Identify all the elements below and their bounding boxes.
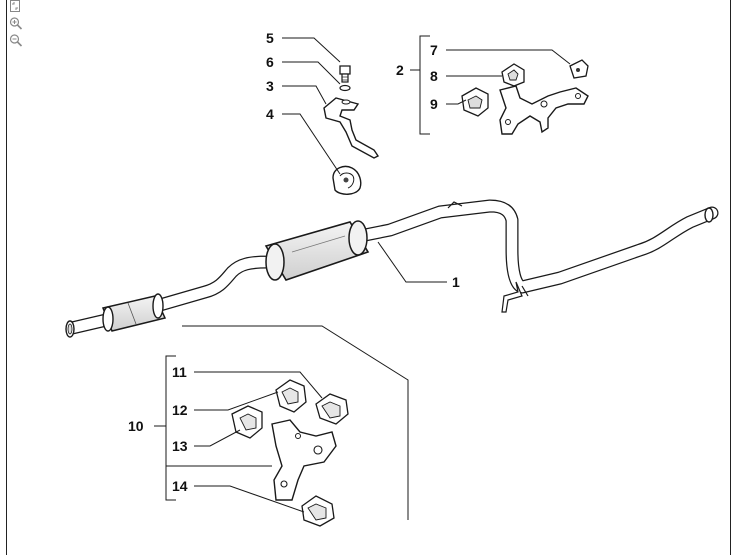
callout-1: 1 <box>452 274 460 290</box>
viewer-left-border <box>6 0 7 555</box>
zoom-out-icon[interactable] <box>9 34 23 47</box>
leader-lines <box>154 35 571 520</box>
callout-13: 13 <box>172 438 188 454</box>
callout-2: 2 <box>396 62 404 78</box>
viewer-toolbar <box>9 0 27 47</box>
callout-10: 10 <box>128 418 144 434</box>
callout-3: 3 <box>266 78 274 94</box>
exhaust-pipe-assembly <box>65 199 719 338</box>
clamp-kit-assembly <box>231 379 349 527</box>
zoom-in-icon[interactable] <box>9 17 23 30</box>
viewer-right-border <box>730 0 731 555</box>
hanger-bracket-assembly <box>461 59 589 135</box>
callout-11: 11 <box>172 364 187 380</box>
rear-mounting-bracket <box>323 65 380 195</box>
callout-8: 8 <box>430 68 438 84</box>
callout-6: 6 <box>266 54 274 70</box>
callout-12: 12 <box>172 402 188 418</box>
callout-9: 9 <box>430 96 438 112</box>
callout-labels: 1 2 3 4 5 6 7 8 9 10 11 12 13 14 <box>128 30 460 494</box>
fit-page-icon[interactable] <box>9 0 23 13</box>
callout-5: 5 <box>266 30 274 46</box>
callout-7: 7 <box>430 42 438 58</box>
callout-14: 14 <box>172 478 188 494</box>
callout-4: 4 <box>266 106 274 122</box>
